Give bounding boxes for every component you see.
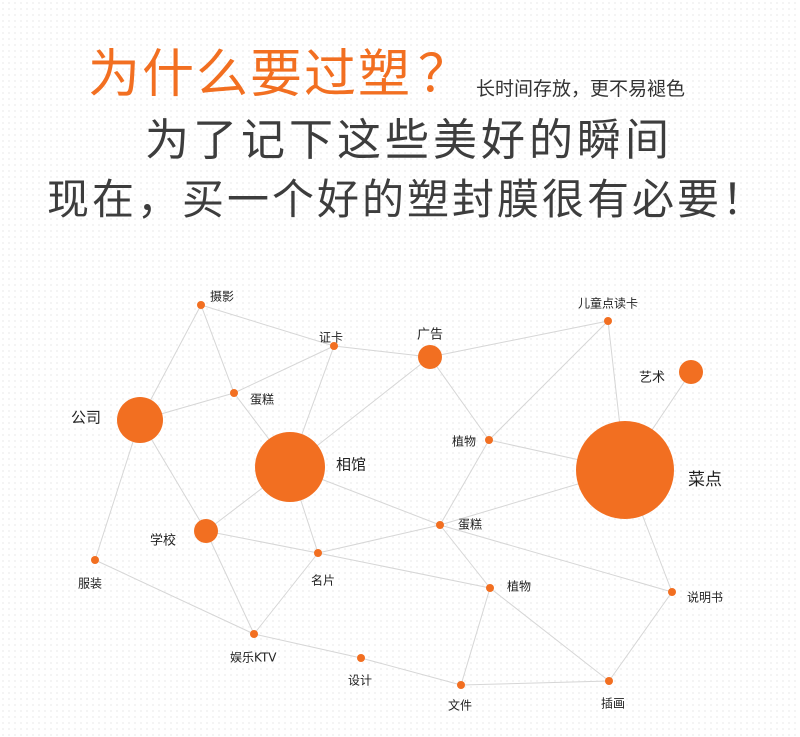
label-xuexiao: 学校	[150, 533, 176, 549]
node-dangao1	[230, 389, 238, 397]
edge-zhiwu2-wenjian	[460, 587, 491, 686]
label-chahua: 插画	[601, 697, 625, 711]
edge-zhiwu2-chahua	[489, 587, 610, 682]
node-dangao2	[436, 521, 444, 529]
edge-dangao2-mingpian	[317, 524, 441, 554]
edge-sheji-wenjian	[360, 657, 462, 686]
headline-row-1: 为什么要过塑？长时间存放，更不易褪色	[88, 32, 685, 107]
label-sheji: 设计	[348, 674, 372, 688]
node-wenjian	[457, 681, 465, 689]
edge-ertong-zhiwu1	[488, 320, 609, 441]
label-mingpian: 名片	[311, 573, 335, 588]
headline-row-2: 为了记下这些美好的瞬间	[145, 115, 673, 166]
node-zhiwu1	[485, 436, 493, 444]
node-mingpian	[314, 549, 322, 557]
node-zhiwu2	[486, 584, 494, 592]
edge-zhengka-guanggao	[333, 345, 431, 358]
node-shuomingshu	[668, 588, 676, 596]
node-caidian	[576, 421, 674, 519]
label-shuomingshu: 说明书	[687, 590, 723, 605]
node-guanggao	[418, 345, 442, 369]
label-guanggao: 广告	[417, 328, 443, 343]
edge-xuexiao-yule	[205, 530, 255, 635]
headline-block: 为什么要过塑？长时间存放，更不易褪色 为了记下这些美好的瞬间 现在，买一个好的塑…	[0, 0, 800, 240]
edge-xuexiao-mingpian	[205, 530, 319, 554]
label-yule: 娱乐KTV	[230, 651, 277, 665]
node-yule	[250, 630, 258, 638]
node-sheji	[357, 654, 365, 662]
label-dangao2: 蛋糕	[458, 518, 482, 532]
headline-row-3: 现在，买一个好的塑封膜很有必要！	[46, 175, 767, 224]
label-zhengka: 证卡	[319, 331, 343, 345]
node-yishu	[679, 360, 703, 384]
edge-fuzhuang-yule	[94, 559, 255, 635]
edge-zhiwu1-dangao2	[439, 439, 490, 526]
edge-guanggao-ertong	[429, 320, 609, 358]
edge-gongsi-fuzhuang	[94, 419, 141, 561]
question-mark: ？	[418, 45, 471, 105]
label-zhiwu2: 植物	[507, 579, 531, 594]
node-gongsi	[117, 397, 163, 443]
node-sheying	[197, 301, 205, 309]
node-zhengka	[330, 342, 338, 350]
label-fuzhuang: 服装	[78, 577, 102, 591]
edge-zhengka-dangao1	[233, 345, 335, 394]
label-sheying: 摄影	[210, 289, 234, 304]
label-yishu: 艺术	[639, 371, 665, 386]
label-dangao1: 蛋糕	[250, 393, 274, 407]
node-fuzhuang	[91, 556, 99, 564]
label-xiangguan: 相馆	[336, 456, 366, 474]
node-chahua	[605, 677, 613, 685]
label-caidian: 菜点	[688, 470, 722, 490]
edge-wenjian-chahua	[460, 680, 610, 686]
network-labels: 摄影证卡广告儿童点读卡艺术公司蛋糕相馆植物菜点学校蛋糕服装名片植物说明书娱乐KT…	[71, 289, 723, 713]
node-xiangguan	[255, 432, 325, 502]
side-note: 长时间存放，更不易褪色	[476, 78, 686, 100]
edge-guanggao-zhiwu1	[429, 356, 490, 441]
label-gongsi: 公司	[71, 409, 101, 427]
edge-sheying-dangao1	[200, 304, 235, 394]
edge-mingpian-zhiwu2	[317, 552, 491, 589]
edge-chahua-shuomingshu	[608, 591, 673, 682]
edge-mingpian-yule	[253, 552, 319, 635]
edge-dangao2-zhiwu2	[439, 524, 491, 589]
label-ertong: 儿童点读卡	[578, 296, 638, 311]
edge-yule-sheji	[253, 633, 362, 659]
network-nodes	[91, 301, 703, 689]
edge-sheying-zhengka	[200, 304, 335, 347]
label-zhiwu1: 植物	[452, 434, 476, 449]
label-wenjian: 文件	[448, 698, 472, 713]
node-xuexiao	[194, 519, 218, 543]
main-question-title: 为什么要过塑	[88, 45, 413, 105]
edge-dangao2-shuomingshu	[439, 524, 673, 593]
node-ertong	[604, 317, 612, 325]
